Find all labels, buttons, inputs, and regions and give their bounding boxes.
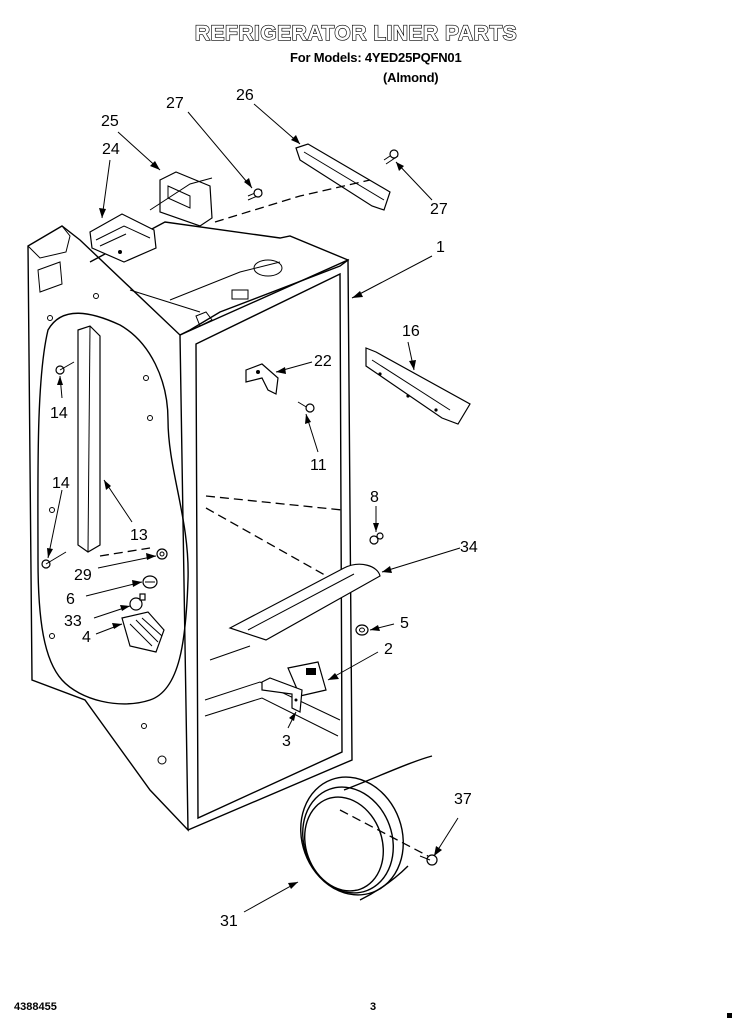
fastener-29 xyxy=(156,548,168,560)
model-number: For Models: 4YED25PQFN01 xyxy=(290,50,462,65)
page-number: 3 xyxy=(370,1001,377,1013)
callout-3: 3 xyxy=(282,733,291,750)
callout-37: 37 xyxy=(454,791,472,808)
light-bulb-33 xyxy=(129,593,146,611)
callout-24: 24 xyxy=(102,141,120,158)
callout-33: 33 xyxy=(64,613,82,630)
callout-14: 14 xyxy=(52,475,70,492)
control-housing xyxy=(89,213,157,263)
knob-6 xyxy=(142,575,158,589)
callout-27: 27 xyxy=(166,95,184,112)
callout-29: 29 xyxy=(74,567,92,584)
callout-2: 2 xyxy=(384,641,393,658)
leader-lines xyxy=(47,103,461,913)
document-number: 4388455 xyxy=(14,1001,57,1013)
callout-labels: 25 27 26 24 27 1 16 22 14 11 14 8 13 34 … xyxy=(50,87,478,930)
callout-8: 8 xyxy=(370,489,379,506)
bracket-plate xyxy=(287,661,327,697)
callout-11: 11 xyxy=(310,457,327,474)
page-title: REFRIGERATOR LINER PARTS xyxy=(194,21,518,45)
callout-22: 22 xyxy=(314,353,332,370)
screw-14-lower xyxy=(41,551,67,569)
screw-27-left xyxy=(247,188,263,201)
corner-mark xyxy=(727,1013,732,1018)
screw-14-upper xyxy=(55,361,75,375)
shelf-rail xyxy=(365,347,471,425)
cover-panel xyxy=(228,563,381,641)
nut-5 xyxy=(355,624,369,636)
callout-4: 4 xyxy=(82,629,91,646)
callout-6: 6 xyxy=(66,591,75,608)
lower-bracket xyxy=(261,677,303,713)
light-housing-4 xyxy=(121,611,165,653)
clip-bracket xyxy=(245,363,279,395)
callout-34: 34 xyxy=(460,539,478,556)
callout-27: 27 xyxy=(430,201,448,218)
mounting-bracket xyxy=(149,171,213,227)
callout-1: 1 xyxy=(436,239,445,256)
callout-14: 14 xyxy=(50,405,68,422)
callout-5: 5 xyxy=(400,615,409,632)
screw-37 xyxy=(419,854,438,866)
refrigerator-liner xyxy=(27,221,353,832)
callout-31: 31 xyxy=(220,913,238,930)
callout-16: 16 xyxy=(402,323,420,340)
screw-11 xyxy=(297,401,315,413)
callout-25: 25 xyxy=(101,113,119,130)
callout-13: 13 xyxy=(130,527,148,544)
clip-8 xyxy=(369,532,384,545)
callout-26: 26 xyxy=(236,87,254,104)
screw-27-right xyxy=(383,149,399,165)
top-rail xyxy=(295,143,391,211)
color-variant: (Almond) xyxy=(383,70,439,85)
